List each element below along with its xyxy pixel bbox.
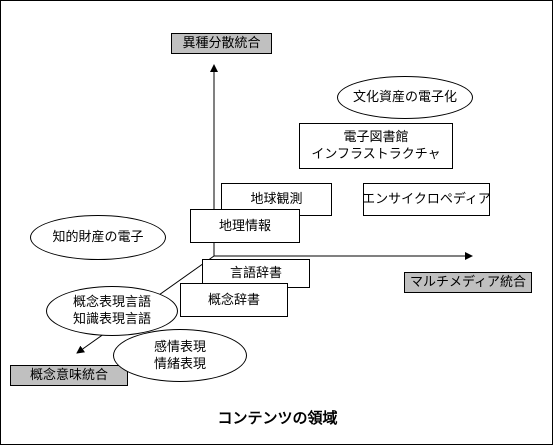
horizontal-axis-label: マルチメディア統合 (404, 272, 532, 293)
vertical-axis-label: 異種分散統合 (171, 33, 272, 54)
diagram-title: コンテンツの領域 (217, 409, 338, 427)
concept-representation-line1: 概念表現言語 (72, 295, 151, 310)
emotion-representation-line1: 感情表現 (153, 339, 206, 355)
concept-dictionary-box: 概念辞書 (180, 283, 288, 317)
digital-library-box: 電子図書館 インフラストラクチャ (299, 123, 453, 169)
diagonal-axis-label: 概念意味統合 (10, 365, 128, 386)
emotion-representation-line2: 情緒表現 (153, 356, 206, 372)
encyclopedia-box: エンサイクロペディア (362, 183, 491, 216)
culture-digitization-oval: 文化資産の電子化 (337, 76, 473, 119)
emotion-representation-oval: 感情表現 情緒表現 (113, 329, 247, 382)
geographic-info-box: 地理情報 (190, 209, 300, 243)
intellectual-property-oval: 知的財産の電子 (30, 215, 166, 260)
concept-representation-line2: 知識表現言語 (72, 312, 151, 327)
digital-library-line2: インフラストラクチャ (311, 147, 441, 162)
concept-representation-oval: 概念表現言語 知識表現言語 (46, 286, 178, 336)
digital-library-line1: 電子図書館 (343, 130, 409, 145)
